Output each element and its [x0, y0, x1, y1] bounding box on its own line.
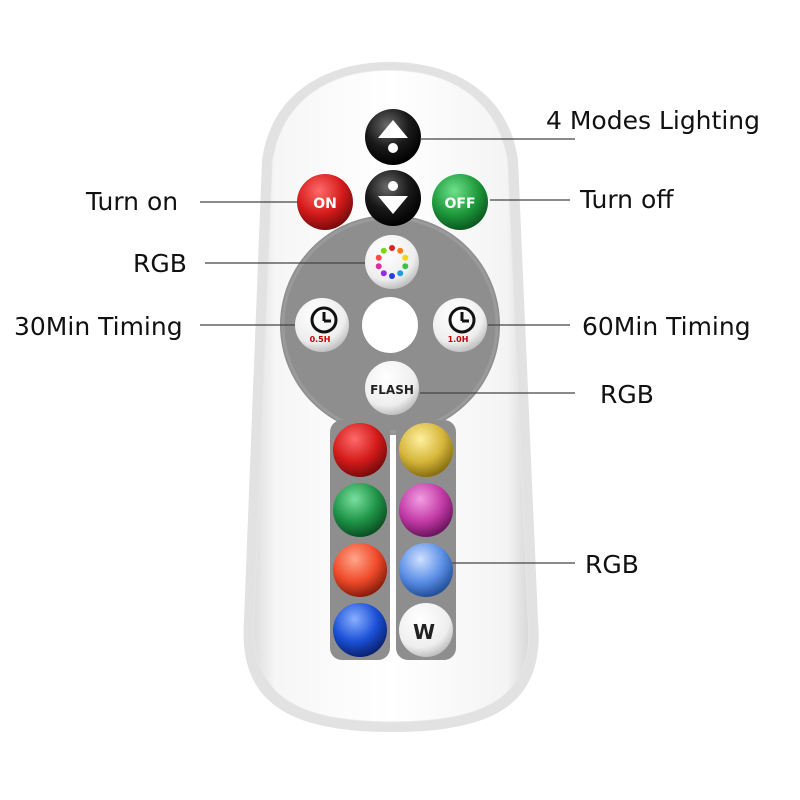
timer-60-label: 1.0H — [448, 335, 469, 344]
clock-icon — [448, 306, 476, 334]
callout-60min-timing: 60Min Timing — [582, 312, 751, 341]
mode-down-button[interactable] — [365, 170, 421, 226]
callout-rgb-ring: RGB — [133, 249, 187, 278]
callout-turn-off: Turn off — [580, 185, 674, 214]
color-button-magenta[interactable] — [399, 483, 453, 537]
color-button-yellow[interactable] — [399, 423, 453, 477]
on-button[interactable]: ON — [297, 174, 353, 230]
color-ring-dot — [375, 254, 382, 261]
color-button-blue[interactable] — [333, 603, 387, 657]
flash-button[interactable]: FLASH — [365, 361, 419, 415]
color-strip-left — [330, 420, 390, 660]
on-button-label: ON — [313, 196, 337, 212]
timer-30-label: 0.5H — [310, 335, 331, 344]
color-ring-dot — [380, 270, 387, 277]
color-ring-dot — [389, 273, 395, 279]
color-button-white[interactable]: W — [399, 603, 453, 657]
color-ring-dot — [397, 247, 404, 254]
off-button-label: OFF — [444, 196, 475, 212]
off-button[interactable]: OFF — [432, 174, 488, 230]
color-button-green[interactable] — [333, 483, 387, 537]
color-button-light-blue[interactable] — [399, 543, 453, 597]
color-strip-right — [396, 420, 456, 660]
callout-4-modes-lighting: 4 Modes Lighting — [546, 106, 760, 135]
color-ring-dot — [397, 270, 404, 277]
color-button-red[interactable] — [333, 423, 387, 477]
color-button-orange[interactable] — [333, 543, 387, 597]
color-ring-dot — [375, 263, 382, 270]
callout-turn-on: Turn on — [86, 187, 179, 216]
color-ring-dot — [402, 254, 409, 261]
callout-30min-timing: 30Min Timing — [14, 312, 183, 341]
color-ring-dot — [389, 245, 395, 251]
color-ring-dot — [402, 263, 409, 270]
center-hole — [362, 297, 418, 353]
arrow-down-sun-icon — [388, 181, 398, 191]
arrow-up-sun-icon — [378, 120, 408, 138]
clock-icon — [310, 306, 338, 334]
leader-lines — [200, 138, 575, 564]
timer-30-button[interactable]: 0.5H — [295, 298, 349, 352]
callout-rgb-flash: RGB — [600, 380, 654, 409]
color-ring-icon — [375, 245, 409, 279]
mode-up-button[interactable] — [365, 109, 421, 165]
callout-rgb-colors: RGB — [585, 550, 639, 579]
rgb-button[interactable] — [365, 235, 419, 289]
white-button-label: W — [413, 620, 435, 644]
color-ring-dot — [380, 247, 387, 254]
flash-button-label: FLASH — [370, 383, 414, 397]
timer-60-button[interactable]: 1.0H — [433, 298, 487, 352]
